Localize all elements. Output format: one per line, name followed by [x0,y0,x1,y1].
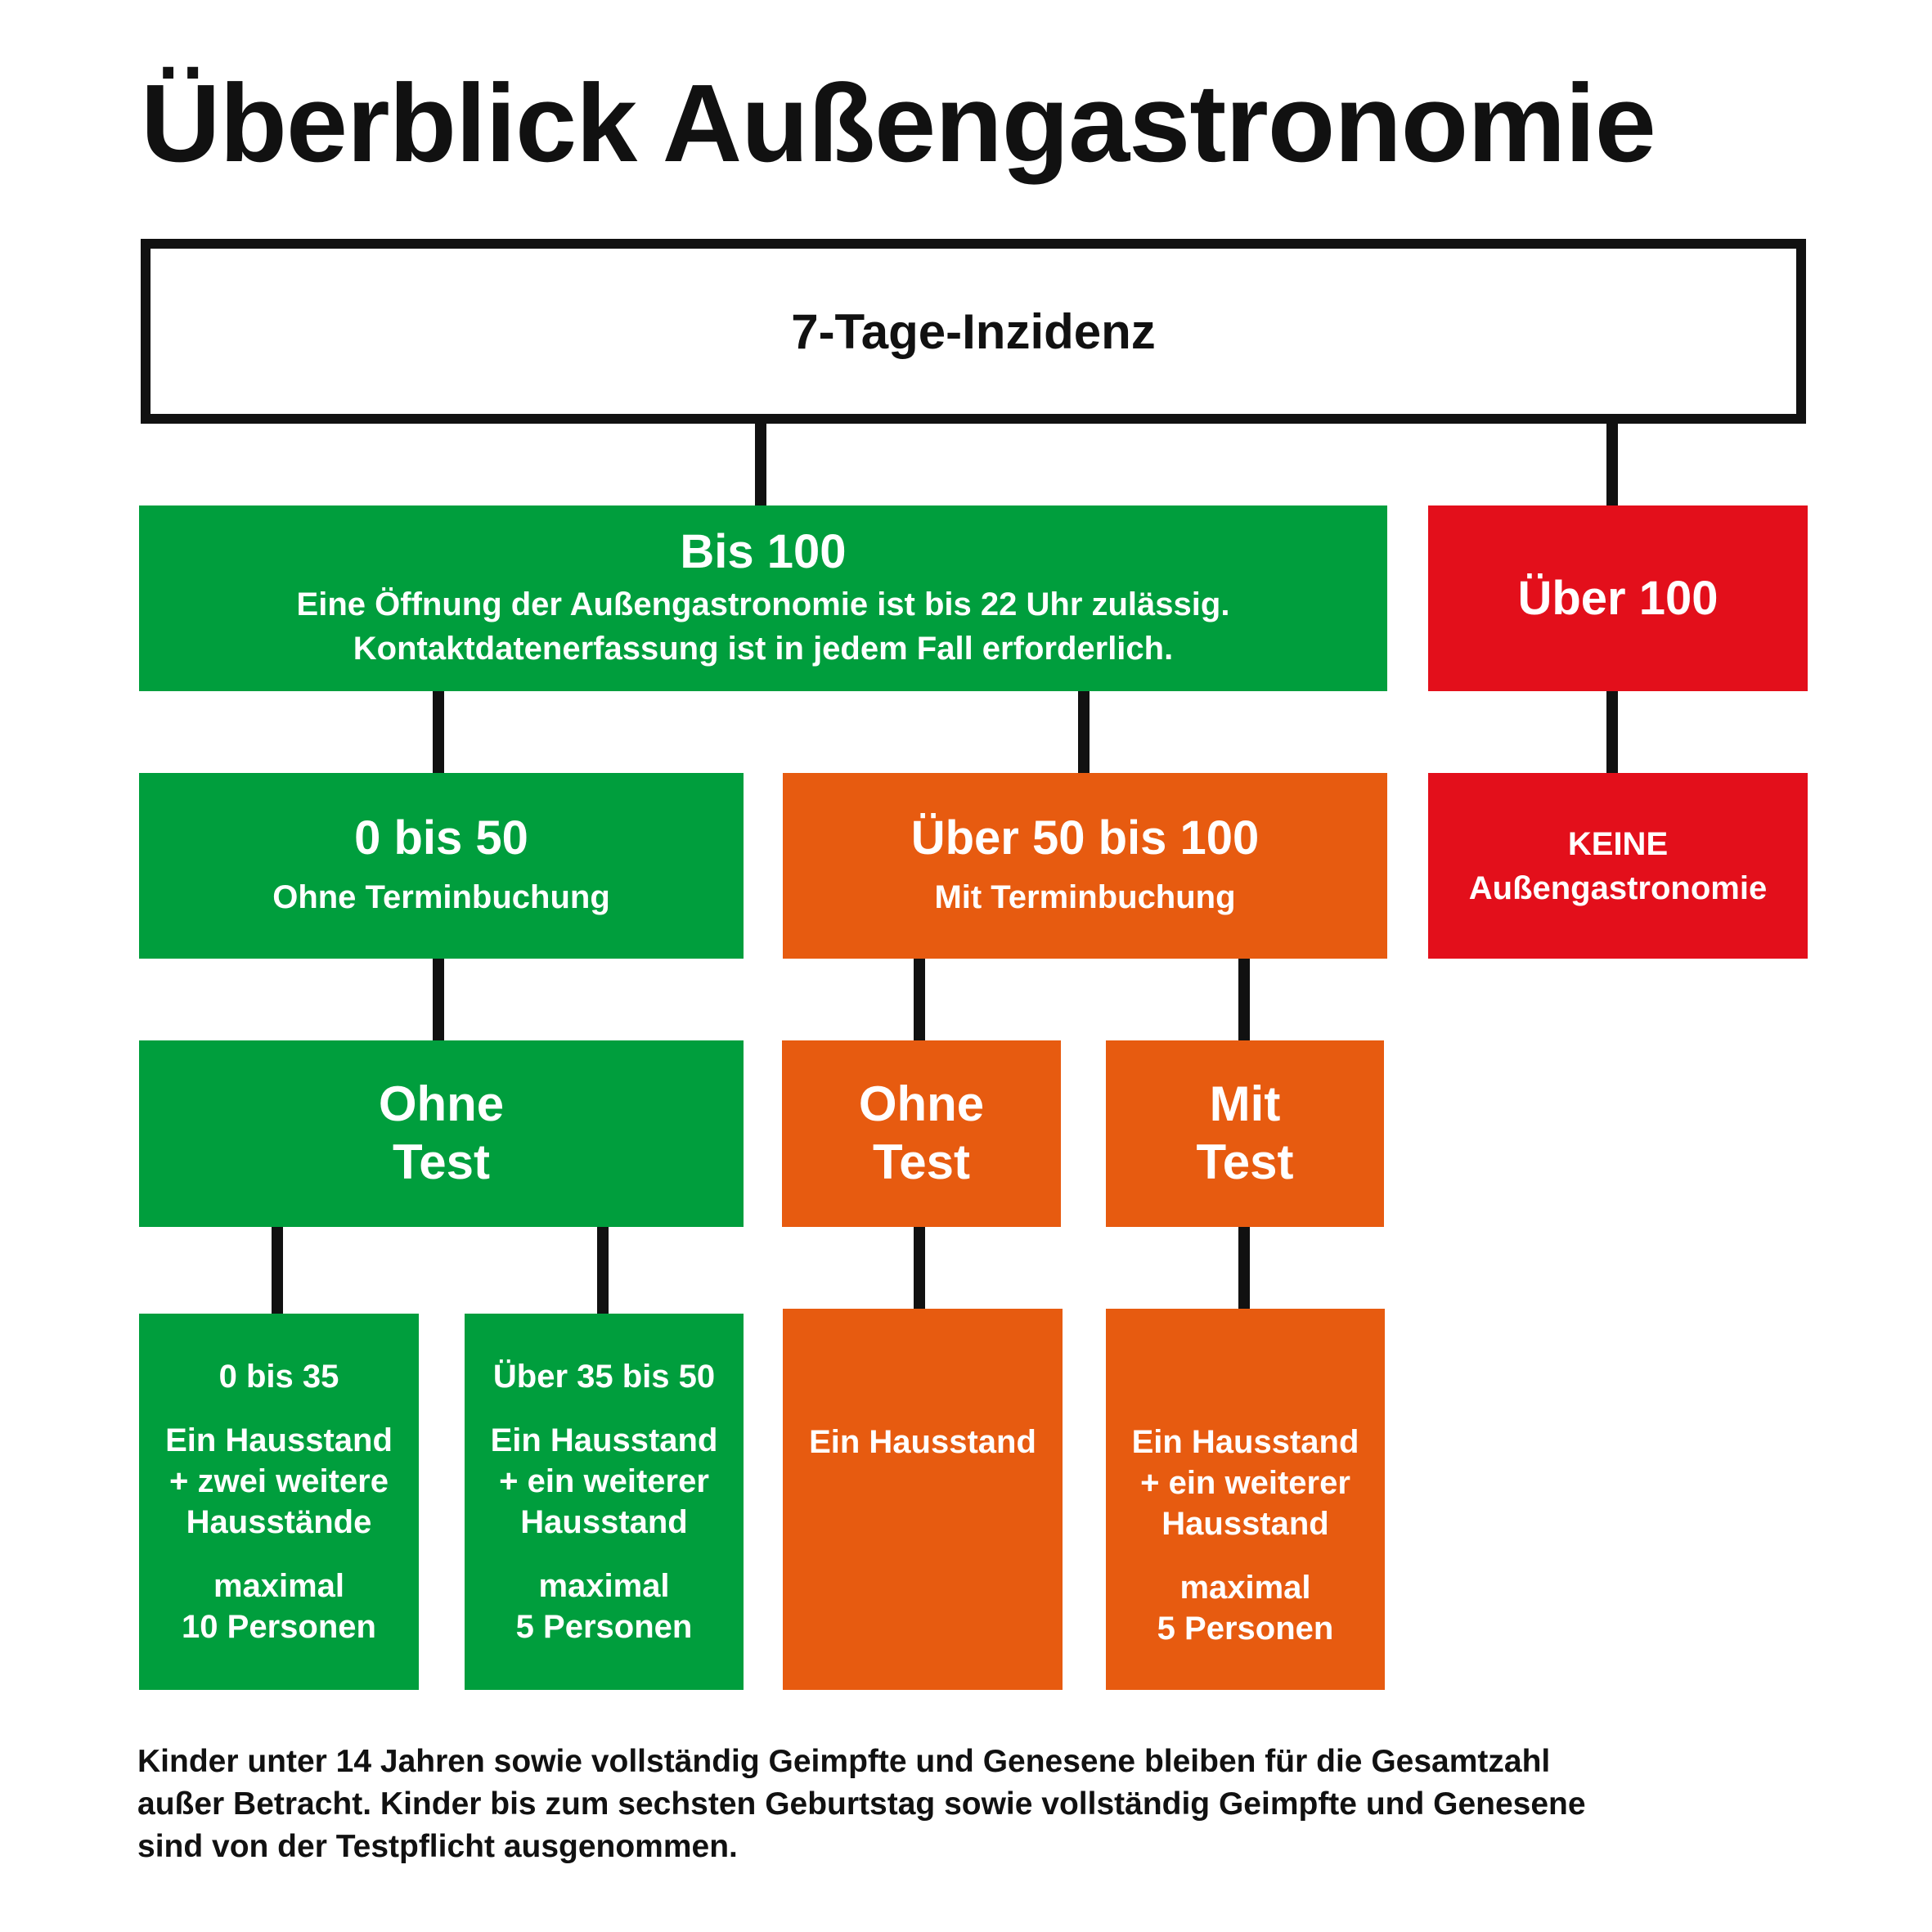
connector-root-ueber100 [1606,424,1618,505]
incidence-root-box: 7-Tage-Inzidenz [141,239,1806,424]
connector-test-leaf2 [597,1227,609,1314]
keine-line2: Außengastronomie [1468,869,1768,906]
range-50-100-heading: Über 50 bis 100 [910,811,1260,865]
bis-100-box: Bis 100 Eine Öffnung der Außengastronomi… [139,505,1387,691]
leaf2-line1: Ein Hausstand [490,1422,718,1458]
leaf4-line2: + ein weiterer [1140,1465,1350,1501]
connector-ueber100-keine [1606,691,1618,773]
keine-line1: KEINE [1567,825,1669,862]
leaf1-line5: 10 Personen [182,1609,376,1645]
connector-50-100-mit-test [1238,959,1250,1040]
connector-bis100-50-100 [1078,691,1090,773]
connector-root-bis100 [755,424,766,505]
connector-50-100-ohne-test [914,959,925,1040]
leaf-ohne-test-box: Ein Hausstand [783,1309,1063,1690]
footnote: Kinder unter 14 Jahren sowie vollständig… [137,1741,1822,1868]
range-0-50-sub: Ohne Terminbuchung [272,879,610,916]
test-green-label: Ohne Test [378,1076,505,1189]
leaf1-line1: Ein Hausstand [165,1422,393,1458]
keine-box: KEINE Außengastronomie [1428,773,1808,959]
connector-test-leaf1 [272,1227,283,1314]
range-50-100-box: Über 50 bis 100 Mit Terminbuchung [783,773,1387,959]
range-0-50-heading: 0 bis 50 [354,811,528,865]
test-green-box: Ohne Test [139,1040,744,1227]
ueber-100-box: Über 100 [1428,505,1808,691]
bis-100-line2: Kontaktdatenerfassung ist in jedem Fall … [353,631,1174,667]
leaf3-line1: Ein Hausstand [809,1424,1036,1460]
ueber-100-heading: Über 100 [1517,571,1719,625]
connector-bis100-0-50 [433,691,444,773]
leaf2-line5: 5 Personen [515,1609,693,1645]
test-orange-ohne-box: Ohne Test [782,1040,1061,1227]
bis-100-heading: Bis 100 [680,524,847,578]
test-orange-mit-box: Mit Test [1106,1040,1384,1227]
leaf-35-50-box: Über 35 bis 50 Ein Hausstand + ein weite… [465,1314,744,1690]
leaf1-line4: maximal [213,1568,345,1604]
leaf4-line4: maximal [1179,1570,1311,1606]
page-title: Überblick Außengastronomie [141,61,1656,185]
leaf4-line3: Hausstand [1161,1506,1329,1542]
leaf1-line2: + zwei weitere [169,1463,389,1499]
footnote-line2: außer Betracht. Kinder bis zum sechsten … [137,1786,1586,1822]
connector-mit-test-leaf4 [1238,1227,1250,1309]
leaf2-line4: maximal [538,1568,670,1604]
leaf1-line3: Hausstände [186,1504,372,1540]
footnote-line3: sind von der Testpflicht ausgenommen. [137,1829,738,1864]
connector-ohne-test-leaf3 [914,1227,925,1309]
connector-0-50-test [433,959,444,1040]
leaf2-line3: Hausstand [520,1504,688,1540]
incidence-root-label: 7-Tage-Inzidenz [791,303,1156,359]
test-orange-mit-label: Mit Test [1196,1076,1294,1189]
range-50-100-sub: Mit Terminbuchung [934,879,1236,916]
leaf4-line1: Ein Hausstand [1131,1424,1359,1460]
leaf2-range: Über 35 bis 50 [492,1359,716,1395]
leaf1-range: 0 bis 35 [218,1359,339,1395]
test-orange-ohne-label: Ohne Test [858,1076,985,1189]
leaf2-line2: + ein weiterer [499,1463,709,1499]
leaf4-line5: 5 Personen [1157,1611,1334,1647]
range-0-50-box: 0 bis 50 Ohne Terminbuchung [139,773,744,959]
leaf-mit-test-box: Ein Hausstand + ein weiterer Hausstand m… [1106,1309,1385,1690]
bis-100-line1: Eine Öffnung der Außengastronomie ist bi… [296,586,1230,623]
leaf-0-35-box: 0 bis 35 Ein Hausstand + zwei weitere Ha… [139,1314,419,1690]
footnote-line1: Kinder unter 14 Jahren sowie vollständig… [137,1744,1551,1779]
